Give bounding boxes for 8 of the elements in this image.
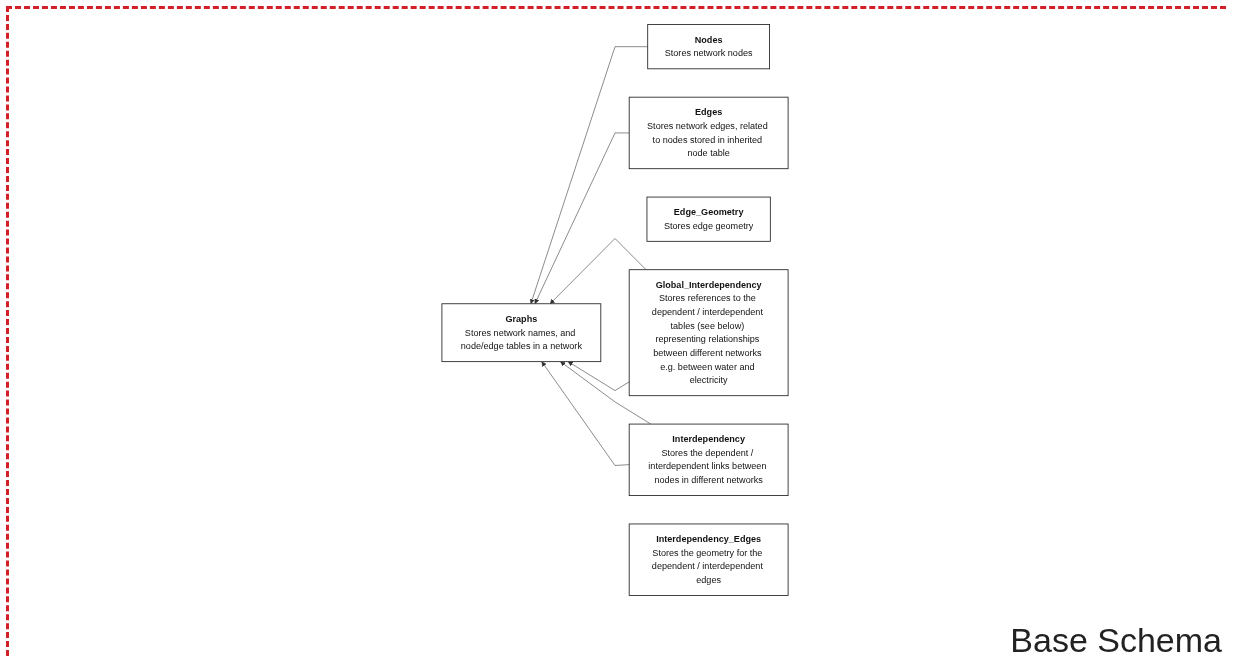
node-box: Global_Interdependency Stores references to the dependent / interdependent tables (see below) representing relationships between different networks e.g. between water and electricity: [628, 269, 789, 397]
diagram-label: Base Schema: [1010, 621, 1222, 660]
node-box: Interdependency Stores the dependent / interdependent links between nodes in different networks: [628, 423, 789, 496]
node-box: Interdependency_Edges Stores the geometry for the dependent / interdependent edges: [628, 523, 789, 596]
node-box: Edge_Geometry Stores edge geometry: [646, 196, 771, 242]
node-box: Edges Stores network edges, related to nodes stored in inherited node table: [628, 96, 789, 170]
node-box: Nodes Stores network nodes: [647, 24, 770, 70]
node-box: Graphs Stores network names, and node/edge tables in a network: [441, 303, 602, 363]
